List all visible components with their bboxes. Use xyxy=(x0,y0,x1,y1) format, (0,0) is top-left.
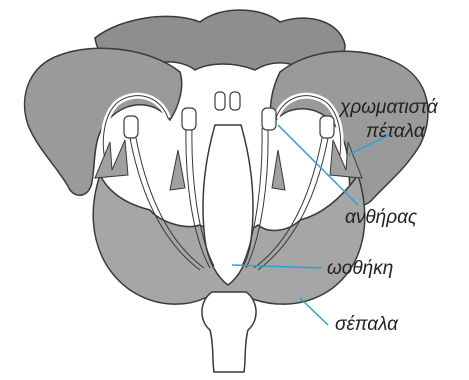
label-ovary: ωοθήκη xyxy=(327,259,393,278)
label-anther: ανθήρας xyxy=(345,208,417,227)
label-petals-line1: χρωματιστά xyxy=(340,98,438,117)
ovary xyxy=(203,125,253,285)
label-sepals: σέπαλα xyxy=(335,315,398,334)
label-petals-line2: πέταλα xyxy=(366,122,425,141)
leader-sepals xyxy=(300,298,328,325)
stem xyxy=(202,292,256,372)
